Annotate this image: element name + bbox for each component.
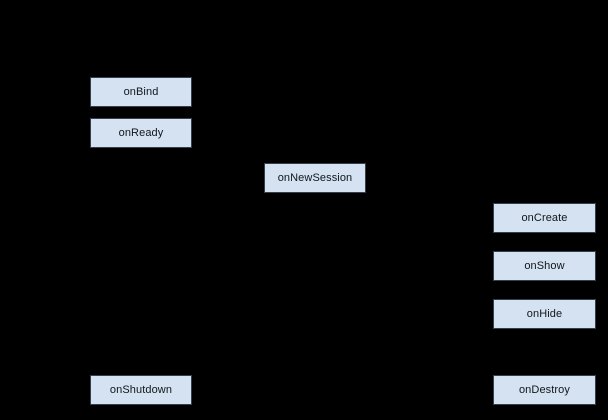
lifecycle-node-on-ready[interactable]: onReady: [90, 118, 192, 148]
lifecycle-node-on-new-session[interactable]: onNewSession: [264, 163, 366, 193]
lifecycle-node-on-shutdown[interactable]: onShutdown: [90, 375, 192, 405]
lifecycle-node-on-hide[interactable]: onHide: [493, 299, 596, 329]
lifecycle-node-on-destroy[interactable]: onDestroy: [493, 375, 596, 405]
lifecycle-node-on-show[interactable]: onShow: [493, 251, 596, 281]
lifecycle-node-on-bind[interactable]: onBind: [90, 77, 192, 107]
lifecycle-node-on-create[interactable]: onCreate: [493, 203, 596, 233]
